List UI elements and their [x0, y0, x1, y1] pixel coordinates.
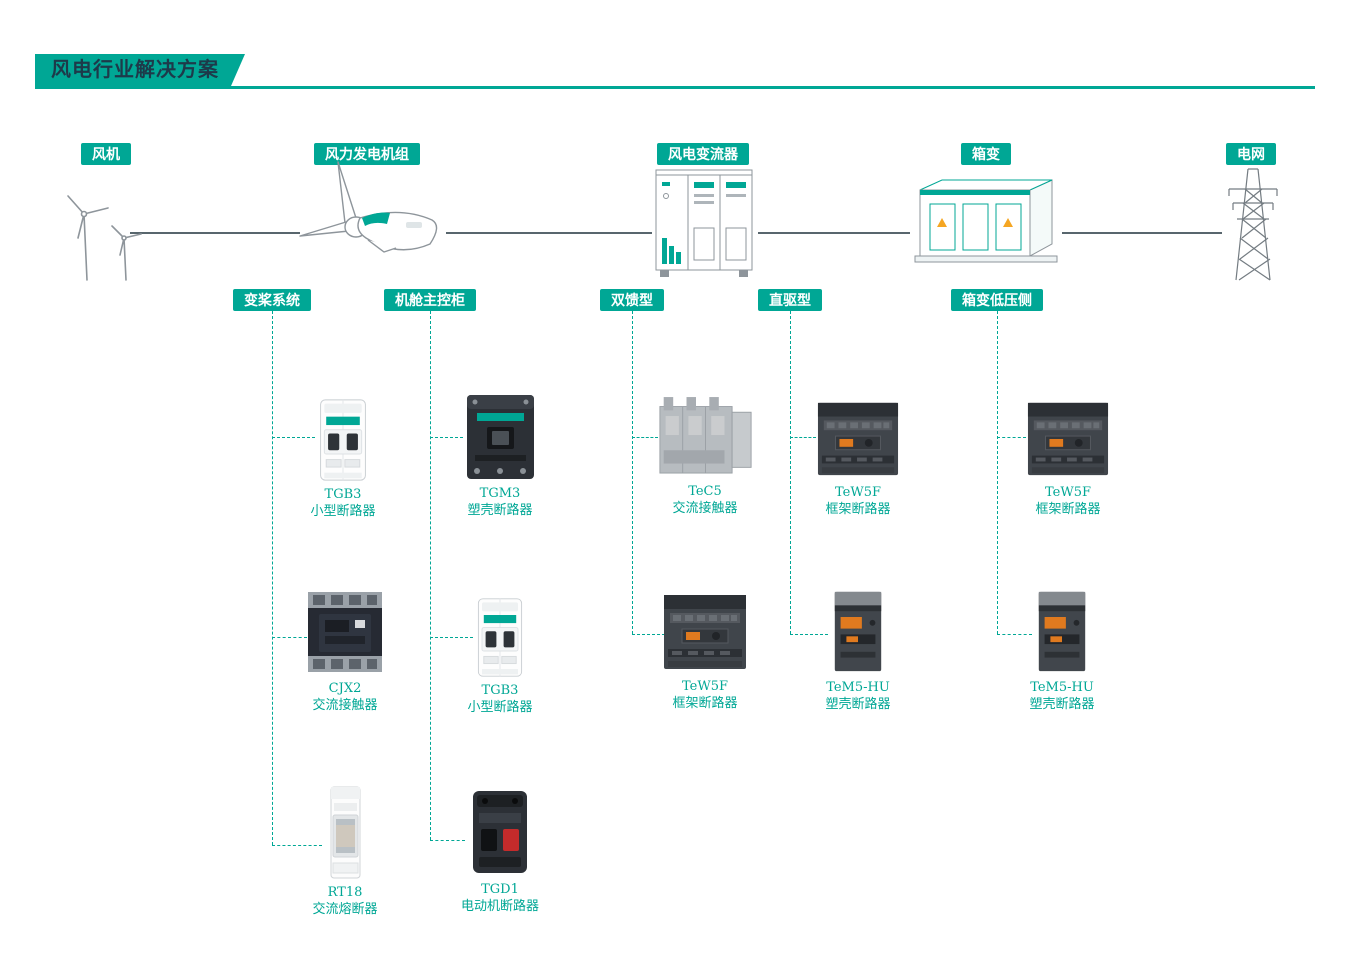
product-card: RT18 交流熔断器 — [270, 785, 420, 918]
product-model: RT18 — [327, 885, 363, 900]
product-card: TeM5-HU 塑壳断路器 — [783, 588, 933, 713]
nacelle-icon — [299, 161, 438, 253]
transmission-tower-icon — [1228, 168, 1278, 281]
branch-connector-vline — [790, 311, 791, 634]
product-name: 电动机断路器 — [460, 899, 539, 914]
product-image-mcb-icon — [315, 398, 371, 482]
flow-connector-line — [446, 232, 652, 234]
product-name: 框架断路器 — [672, 696, 738, 711]
product-model: TGD1 — [481, 882, 519, 897]
product-model: TeC5 — [688, 484, 722, 499]
product-card: TGM3 塑壳断路器 — [425, 393, 575, 519]
branch-connector-hline — [430, 437, 463, 438]
flow-connector-line — [1062, 232, 1222, 234]
node-badge-grid: 电网 — [1226, 143, 1276, 165]
product-image-mccb-icon — [1033, 588, 1091, 675]
product-model: TeW5F — [681, 679, 728, 694]
product-name: 小型断路器 — [467, 700, 533, 715]
wind-turbine-icon — [67, 195, 142, 281]
product-card: TeM5-HU 塑壳断路器 — [987, 588, 1137, 713]
product-name: 框架断路器 — [825, 502, 891, 517]
product-image-frame-breaker-icon — [1024, 397, 1112, 480]
product-name: 塑壳断路器 — [825, 697, 891, 712]
branch-badge-direct-drive: 直驱型 — [758, 289, 822, 311]
branch-connector-vline — [997, 311, 998, 634]
product-image-contactor-icon — [658, 393, 753, 479]
branch-connector-hline — [997, 437, 1026, 438]
node-badge-converter: 风电变流器 — [657, 143, 749, 165]
branch-connector-vline — [430, 311, 431, 840]
branch-connector-hline — [632, 634, 665, 635]
product-name: 交流熔断器 — [312, 902, 378, 917]
product-image-mccb-icon — [463, 393, 538, 481]
product-image-frame-breaker-icon — [814, 397, 902, 480]
branch-connector-hline — [272, 437, 315, 438]
product-card: TeC5 交流接触器 — [630, 393, 780, 517]
branch-connector-vline — [272, 311, 273, 845]
title-underline — [35, 86, 1315, 89]
product-model: TeW5F — [834, 485, 881, 500]
branch-connector-hline — [430, 637, 473, 638]
product-model: TGM3 — [479, 486, 521, 501]
node-badge-box-transformer: 箱变 — [961, 143, 1011, 165]
branch-connector-hline — [430, 840, 465, 841]
box-substation-icon — [914, 179, 1058, 263]
product-model: TeM5-HU — [1030, 680, 1094, 695]
product-name: 框架断路器 — [1035, 502, 1101, 517]
branch-connector-hline — [790, 634, 828, 635]
product-name: 塑壳断路器 — [1029, 697, 1095, 712]
branch-connector-hline — [632, 437, 658, 438]
page-title: 风电行业解决方案 — [35, 54, 245, 86]
product-card: TGD1 电动机断路器 — [425, 787, 575, 915]
branch-connector-hline — [272, 637, 307, 638]
product-card: TeW5F 框架断路器 — [993, 397, 1143, 518]
product-card: CJX2 交流接触器 — [270, 588, 420, 714]
node-badge-wind-turbine: 风机 — [81, 143, 131, 165]
product-card: TGB3 小型断路器 — [268, 398, 418, 520]
converter-cabinet-icon — [655, 169, 753, 277]
product-model: TeM5-HU — [826, 680, 890, 695]
product-name: 交流接触器 — [672, 501, 738, 516]
product-model: CJX2 — [328, 681, 362, 696]
product-image-frame-breaker-icon — [660, 589, 750, 674]
product-card: TeW5F 框架断路器 — [630, 589, 780, 712]
branch-badge-doubly-fed: 双馈型 — [600, 289, 664, 311]
flow-connector-line — [130, 232, 300, 234]
branch-connector-hline — [790, 437, 816, 438]
product-image-mccb-icon — [829, 588, 887, 675]
branch-badge-pitch-system: 变桨系统 — [233, 289, 311, 311]
product-name: 小型断路器 — [310, 504, 376, 519]
node-badge-generator-set: 风力发电机组 — [314, 143, 420, 165]
product-image-contactor-icon — [305, 588, 385, 676]
branch-connector-vline — [632, 311, 633, 634]
product-model: TGB3 — [481, 683, 519, 698]
product-card: TeW5F 框架断路器 — [783, 397, 933, 518]
product-name: 交流接触器 — [312, 698, 378, 713]
branch-badge-nacelle-control: 机舱主控柜 — [384, 289, 476, 311]
branch-connector-hline — [997, 634, 1032, 635]
branch-badge-box-lv-side: 箱变低压侧 — [951, 289, 1043, 311]
product-name: 塑壳断路器 — [467, 503, 533, 518]
product-image-fuse-icon — [323, 785, 368, 880]
product-model: TeW5F — [1044, 485, 1091, 500]
product-card: TGB3 小型断路器 — [425, 597, 575, 716]
branch-connector-hline — [272, 845, 322, 846]
product-image-mcb-icon — [473, 597, 527, 678]
product-model: TGB3 — [324, 487, 362, 502]
product-image-motor-breaker-icon — [465, 787, 535, 877]
flow-connector-line — [758, 232, 910, 234]
